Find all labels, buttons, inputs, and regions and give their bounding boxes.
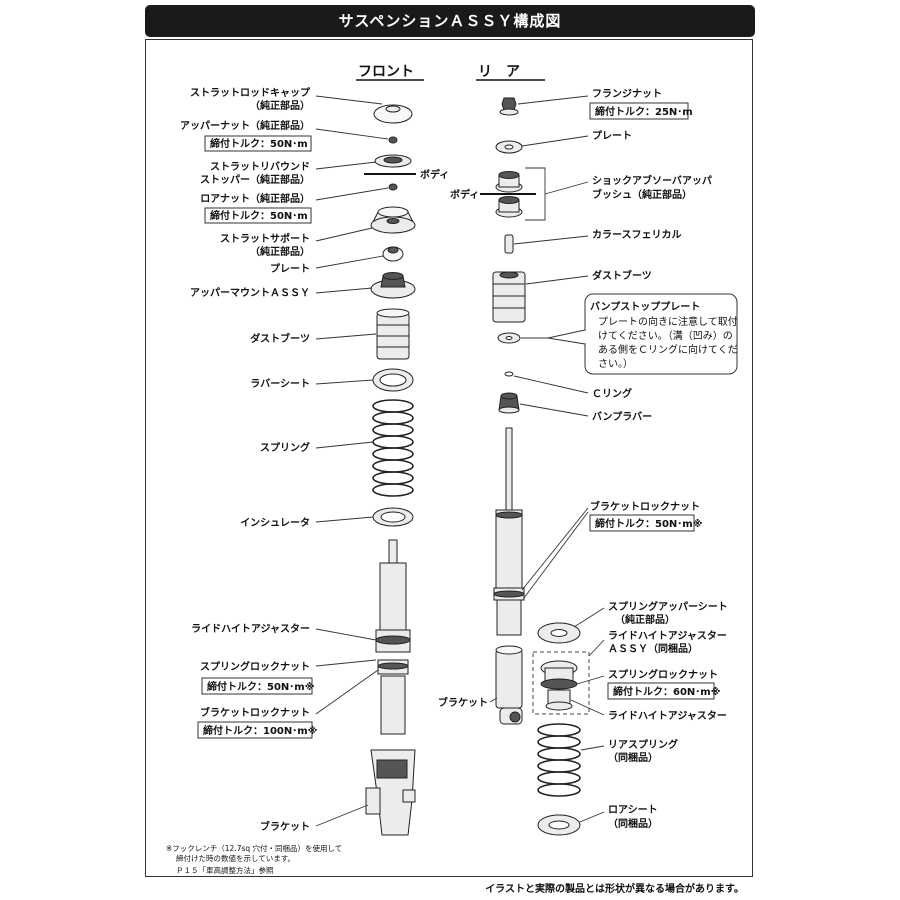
label-rear-bracket-lock-nut: ブラケットロックナット xyxy=(590,500,700,513)
front-lower-nut xyxy=(388,183,398,191)
front-bracket-lock-nut-torque: 締付トルク：100N･m※ xyxy=(203,724,317,737)
label-rear-bracket: ブラケット xyxy=(438,696,488,709)
label-flange-nut: フランジナット xyxy=(592,88,662,100)
label-spring-upper-seat-note: （純正部品） xyxy=(615,613,675,626)
rear-flange-nut xyxy=(499,97,519,116)
label-rear-body: ボディ xyxy=(450,188,479,201)
label-rear-plate: プレート xyxy=(592,129,632,142)
front-rebound-stopper xyxy=(374,154,412,168)
rear-upper-bush xyxy=(495,171,523,218)
label-c-ring: Ｃリング xyxy=(592,387,632,400)
rear-spring-upper-seat xyxy=(537,622,581,644)
rear-bump-rubber xyxy=(498,392,520,414)
label-strut-rod-cap: ストラットロッドキャップ xyxy=(190,86,311,99)
rear-shock-absorber xyxy=(493,427,525,636)
lower-nut-torque: 締付トルク：50N･m xyxy=(210,209,308,222)
upper-nut-torque: 締付トルク：50N･m xyxy=(210,137,308,150)
label-strut-support-note: （純正部品） xyxy=(250,245,310,258)
rear-bump-stop-plate xyxy=(497,332,521,344)
bump-note-line-1: プレートの向きに注意して取付 xyxy=(598,315,738,328)
label-upper-bush: ショックアブソーバアッパ xyxy=(592,174,712,187)
label-front-spring-lock-nut: スプリングロックナット xyxy=(200,660,310,673)
label-spring-upper-seat: スプリングアッパーシート xyxy=(608,600,728,613)
rear-collar xyxy=(504,234,514,254)
front-strut-rod-cap xyxy=(373,104,413,124)
label-ride-height-assy-note: ＡＳＳＹ（同梱品） xyxy=(608,642,698,655)
label-front-bracket-lock-nut: ブラケットロックナット xyxy=(200,706,310,719)
label-front-plate: プレート xyxy=(270,262,310,275)
footnote-line-1: ※フックレンチ（12.7sq 穴付・同梱品）を使用して xyxy=(166,843,342,853)
front-dust-boot xyxy=(376,308,410,360)
label-rear-spring-lock-nut: スプリングロックナット xyxy=(608,668,718,681)
label-front-bracket: ブラケット xyxy=(260,820,310,833)
front-section-heading: フロント xyxy=(358,64,414,80)
rear-lower-seat xyxy=(537,814,581,836)
front-upper-nut xyxy=(388,136,398,144)
label-strut-rod-cap-note: （純正部品） xyxy=(250,99,310,112)
label-rear-dust-boot: ダストブーツ xyxy=(592,269,652,282)
rear-ride-height-group-outline xyxy=(532,651,590,715)
label-front-body: ボディ xyxy=(420,168,449,181)
front-insulator xyxy=(372,507,414,527)
front-rubber-seat xyxy=(372,368,414,392)
front-spring xyxy=(372,399,414,497)
page-title: サスペンションＡＳＳＹ構成図 xyxy=(338,12,562,30)
label-bump-stop-plate: バンプストッププレート xyxy=(590,300,700,313)
rear-dust-boot xyxy=(492,271,526,323)
label-upper-nut: アッパーナット（純正部品） xyxy=(180,119,310,132)
front-bracket xyxy=(365,749,416,836)
footnote-line-3: Ｐ１５「車高調整方法」参照 xyxy=(176,865,274,875)
label-lower-nut: ロアナット（純正部品） xyxy=(200,192,310,205)
label-upper-bush-note: ブッシュ（純正部品） xyxy=(592,188,692,201)
label-lower-seat-note: （同梱品） xyxy=(608,817,658,830)
label-rear-ride-height-adjuster: ライドハイトアジャスター xyxy=(608,710,727,722)
disclaimer: イラストと実際の製品とは形状が異なる場合があります。 xyxy=(485,882,744,895)
label-rubber-seat: ラバーシート xyxy=(250,378,310,390)
label-front-dust-boot: ダストブーツ xyxy=(250,332,310,345)
rear-plate xyxy=(495,140,523,154)
label-bump-rubber: バンプラバー xyxy=(592,410,652,423)
diagram-frame xyxy=(145,39,753,877)
label-ride-height-assy: ライドハイトアジャスター xyxy=(608,630,727,642)
title-bar: サスペンションＡＳＳＹ構成図 xyxy=(145,5,755,37)
front-strut-support xyxy=(370,206,416,234)
rear-spring-lock-nut-torque: 締付トルク：60N･m※ xyxy=(613,685,720,698)
label-collar: カラースフェリカル xyxy=(592,229,682,241)
label-rear-spring: リアスプリング xyxy=(608,738,678,751)
rear-section-heading: リ ア xyxy=(478,64,520,80)
flange-nut-torque: 締付トルク：25N･m xyxy=(595,105,693,118)
footnote-line-2: 締付けた時の数値を示しています。 xyxy=(176,853,295,863)
front-upper-mount xyxy=(370,272,416,299)
label-insulator: インシュレータ xyxy=(240,517,310,529)
front-spring-lock-nut-torque: 締付トルク：50N･m※ xyxy=(207,680,314,693)
bump-note-line-4: さい。） xyxy=(598,358,633,370)
bump-note-line-3: ある側をＣリングに向けてくだ xyxy=(598,343,738,356)
front-shock-absorber xyxy=(375,539,411,735)
label-rear-spring-note: （同梱品） xyxy=(608,751,658,764)
bump-note-line-2: けてください。（溝（凹み）の xyxy=(598,329,733,342)
label-strut-support: ストラットサポート xyxy=(220,232,310,245)
rear-bracket-lock-nut-torque: 締付トルク：50N･m※ xyxy=(595,517,702,530)
label-upper-mount: アッパーマウントＡＳＳＹ xyxy=(190,287,310,299)
label-front-spring: スプリング xyxy=(260,441,310,454)
rear-ride-height-adjuster xyxy=(540,660,578,711)
label-rebound-stopper: ストラットリバウンド xyxy=(210,161,310,173)
front-plate xyxy=(382,246,404,262)
rear-bracket xyxy=(495,645,523,725)
rear-c-ring xyxy=(504,371,514,377)
label-rebound-stopper-note: ストッパー（純正部品） xyxy=(200,173,310,186)
label-lower-seat: ロアシート xyxy=(608,804,658,816)
label-front-ride-height-adjuster: ライドハイトアジャスター xyxy=(191,623,310,635)
rear-spring xyxy=(537,723,581,797)
